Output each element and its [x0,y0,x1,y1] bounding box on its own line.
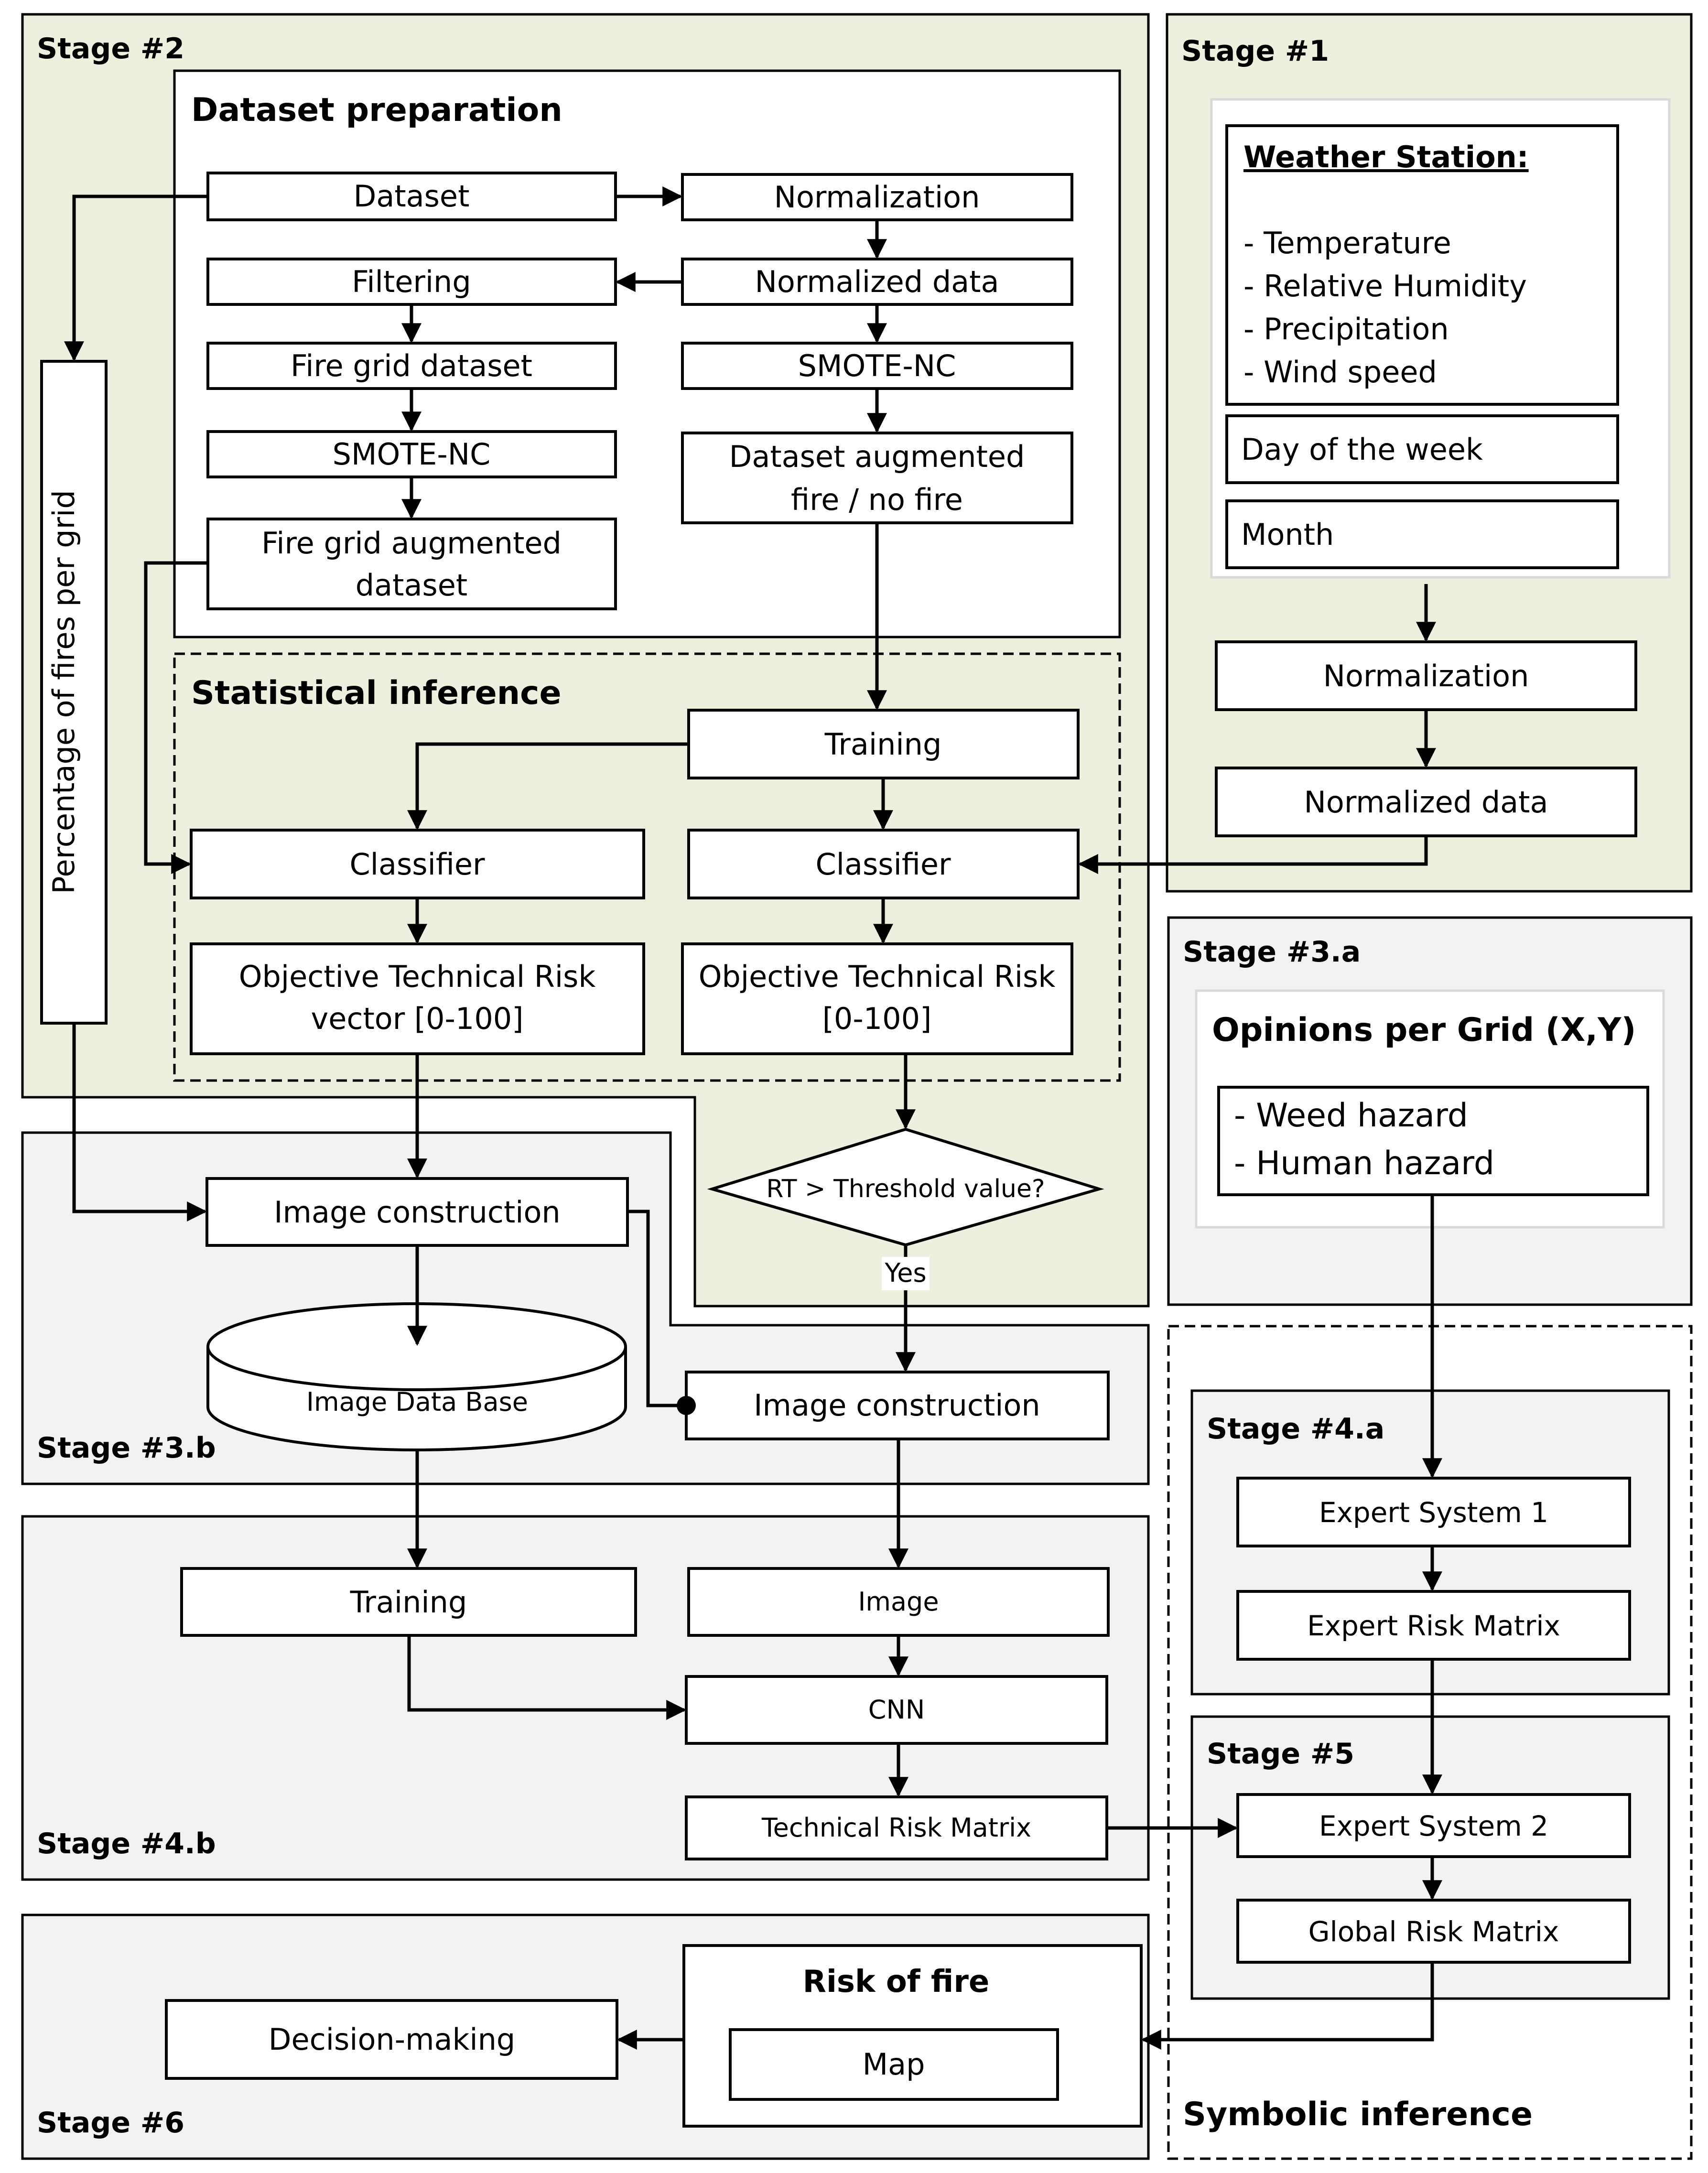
arrow-firegrid-augmented-to-classifier [144,561,208,874]
stage3a-label: Stage #3.a [1183,935,1361,969]
stage1-label: Stage #1 [1181,34,1329,68]
normalization-label-stage2: Normalization [774,180,980,215]
fire-grid-augmented-line2: dataset [356,568,467,603]
smote-nc-right-box [681,342,1073,390]
normalization-label-stage1: Normalization [1323,659,1529,693]
weather-station-box [1225,124,1619,406]
image-label: Image [858,1587,939,1617]
hazards-box [1217,1086,1649,1196]
weather-item: - Temperature [1243,226,1451,260]
image-database-cylinder [206,1302,627,1451]
statistical-inference-panel [173,652,1121,1082]
yes-label-bg [882,1257,930,1290]
dataset-label: Dataset [354,179,470,214]
otr-vector-box [190,942,645,1055]
yes-label: Yes [884,1258,926,1288]
decision-making-label: Decision-making [269,2022,516,2057]
arrow-training-to-classifier-left [407,742,689,831]
otr-vector-line1: Objective Technical Risk [239,959,596,994]
image-construction-right-label: Image construction [754,1388,1040,1423]
threshold-decision-label: RT > Threshold value? [766,1175,1045,1203]
dataset-augmented-line2: fire / no fire [791,482,963,517]
hazard-item: - Human hazard [1234,1145,1494,1182]
global-risk-matrix-box [1236,1899,1631,1964]
month-box [1225,499,1619,569]
weather-station-title: Weather Station: [1243,140,1529,174]
stage6-label: Stage #6 [37,2106,184,2140]
classifier-left-label: Classifier [349,847,485,882]
stage2-label: Stage #2 [37,32,184,65]
cnn-label: CNN [868,1695,925,1725]
symbolic-inference-label: Symbolic inference [1183,2096,1533,2133]
normalized-data-label-stage1: Normalized data [1304,785,1548,820]
classifier-right-label: Classifier [815,847,951,882]
otr-vector-line2: vector [0-100] [311,1001,524,1036]
day-of-week-label: Day of the week [1241,432,1483,467]
connector-dot [677,1396,696,1415]
normalized-data-box-stage1 [1215,767,1637,837]
classifier-left-box [190,829,645,899]
fire-grid-augmented-box [206,518,617,610]
expert-risk-matrix-label: Expert Risk Matrix [1307,1610,1560,1642]
arrow-dataset-to-percentage [64,195,208,362]
expert-system-1-label: Expert System 1 [1319,1496,1548,1529]
filtering-label: Filtering [352,264,471,299]
otr-box [681,942,1073,1055]
opinions-per-grid-title: Opinions per Grid (X,Y) [1212,1011,1636,1049]
weather-item: - Relative Humidity [1243,269,1527,303]
otr-line2: [0-100] [822,1001,932,1036]
month-label: Month [1241,517,1334,552]
stage5-label: Stage #5 [1207,1737,1354,1771]
fire-grid-augmented-line1: Fire grid augmented [261,526,562,561]
dataset-augmented-line1: Dataset augmented [729,439,1025,474]
global-risk-matrix-label: Global Risk Matrix [1308,1915,1559,1948]
image-database-label: Image Data Base [306,1387,528,1417]
dataset-preparation-title: Dataset preparation [191,91,562,129]
arrow-normalized-stage1-to-classifier [1078,836,1428,874]
hazard-item: - Weed hazard [1234,1097,1468,1135]
decision-making-box [165,1999,618,2080]
arrow-grm-to-risk-of-fire [1141,1962,1434,2050]
normalized-data-label-stage2: Normalized data [755,264,999,299]
stage4b-label: Stage #4.b [37,1827,216,1860]
weather-item: - Wind speed [1243,355,1437,389]
statistical-inference-title: Statistical inference [191,674,562,712]
technical-risk-matrix-label: Technical Risk Matrix [761,1813,1031,1843]
day-of-week-box [1225,414,1619,484]
line-image-construction-to-right [627,1210,686,1407]
smote-nc-right-label: SMOTE-NC [798,348,956,383]
image-box [687,1567,1110,1637]
arrow-percentage-to-image-construction [72,1023,207,1222]
smote-nc-left-box [206,430,617,478]
normalization-box-stage1 [1215,640,1637,711]
training-label-stage2: Training [824,727,942,762]
image-construction-left-label: Image construction [274,1195,560,1230]
training-label-stage4b: Training [350,1585,467,1620]
stage3b-label: Stage #3.b [37,1431,216,1465]
symbolic-inference-region [1167,1325,1693,2160]
percentage-fires-label: Percentage of fires per grid [46,490,81,894]
weather-item: - Precipitation [1243,312,1449,346]
fire-grid-dataset-box [206,342,617,390]
map-box [729,2028,1059,2101]
dataset-augmented-box [681,432,1073,524]
otr-line1: Objective Technical Risk [699,959,1056,994]
risk-of-fire-title: Risk of fire [803,1964,990,2000]
fire-grid-dataset-label: Fire grid dataset [291,348,532,383]
map-label: Map [863,2047,925,2082]
stage4a-label: Stage #4.a [1207,1412,1384,1446]
image-construction-right-box [685,1371,1110,1440]
arrow-training-to-cnn [407,1635,687,1720]
expert-system-2-label: Expert System 2 [1319,1810,1548,1842]
smote-nc-left-label: SMOTE-NC [333,437,491,472]
